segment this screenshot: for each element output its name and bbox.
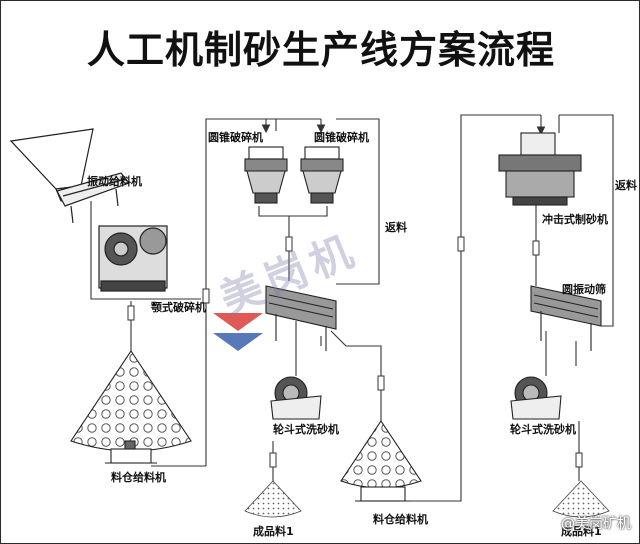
hopper-feeder-left-machine: [105, 440, 157, 464]
vibrating-feeder-machine: [9, 128, 130, 224]
product-pile-left: [244, 480, 302, 518]
label-vibrating-feeder: 振动给料机: [87, 175, 142, 188]
label-product-left: 成品料1: [253, 525, 294, 538]
conveyor-markers: [127, 236, 583, 468]
label-jaw-crusher: 颚式破碎机: [151, 301, 206, 314]
cone-crusher-1-machine: [244, 146, 288, 204]
label-hopper-feeder-left: 料仓给料机: [111, 471, 166, 484]
sand-washer-left-machine: [270, 376, 322, 420]
diagram-title: 人工机制砂生产线方案流程: [86, 27, 555, 72]
product-pile-right: [552, 480, 610, 518]
sand-washer-right-machine: [510, 376, 562, 420]
stockpile-mid: [340, 420, 422, 489]
stockpile-left: [70, 350, 192, 452]
circular-screen-machine: [530, 285, 602, 351]
vibrating-screen-mid: [265, 285, 337, 351]
label-sand-washer-right: 轮斗式洗砂机: [510, 423, 576, 436]
label-circular-screen: 圆振动筛: [562, 283, 606, 296]
label-cone-crusher-2: 圆锥破碎机: [314, 131, 369, 144]
hopper-feeder-mid-machine: [355, 486, 411, 502]
label-product-right: 成品料1: [561, 525, 602, 538]
label-return-right: 返料: [615, 179, 637, 192]
cone-crusher-2-machine: [300, 146, 344, 204]
label-impact-sand-maker: 冲击式制砂机: [542, 213, 608, 226]
label-hopper-feeder-mid: 料仓给料机: [373, 513, 428, 526]
label-return-mid: 返料: [385, 221, 407, 234]
label-cone-crusher-1: 圆锥破碎机: [208, 131, 263, 144]
jaw-crusher-machine: [98, 225, 168, 292]
watermark-corner: @美岗矿机: [561, 516, 631, 532]
impact-sand-maker-machine: [498, 132, 582, 206]
brand-logo: [213, 313, 263, 351]
label-sand-washer-left: 轮斗式洗砂机: [273, 423, 339, 436]
